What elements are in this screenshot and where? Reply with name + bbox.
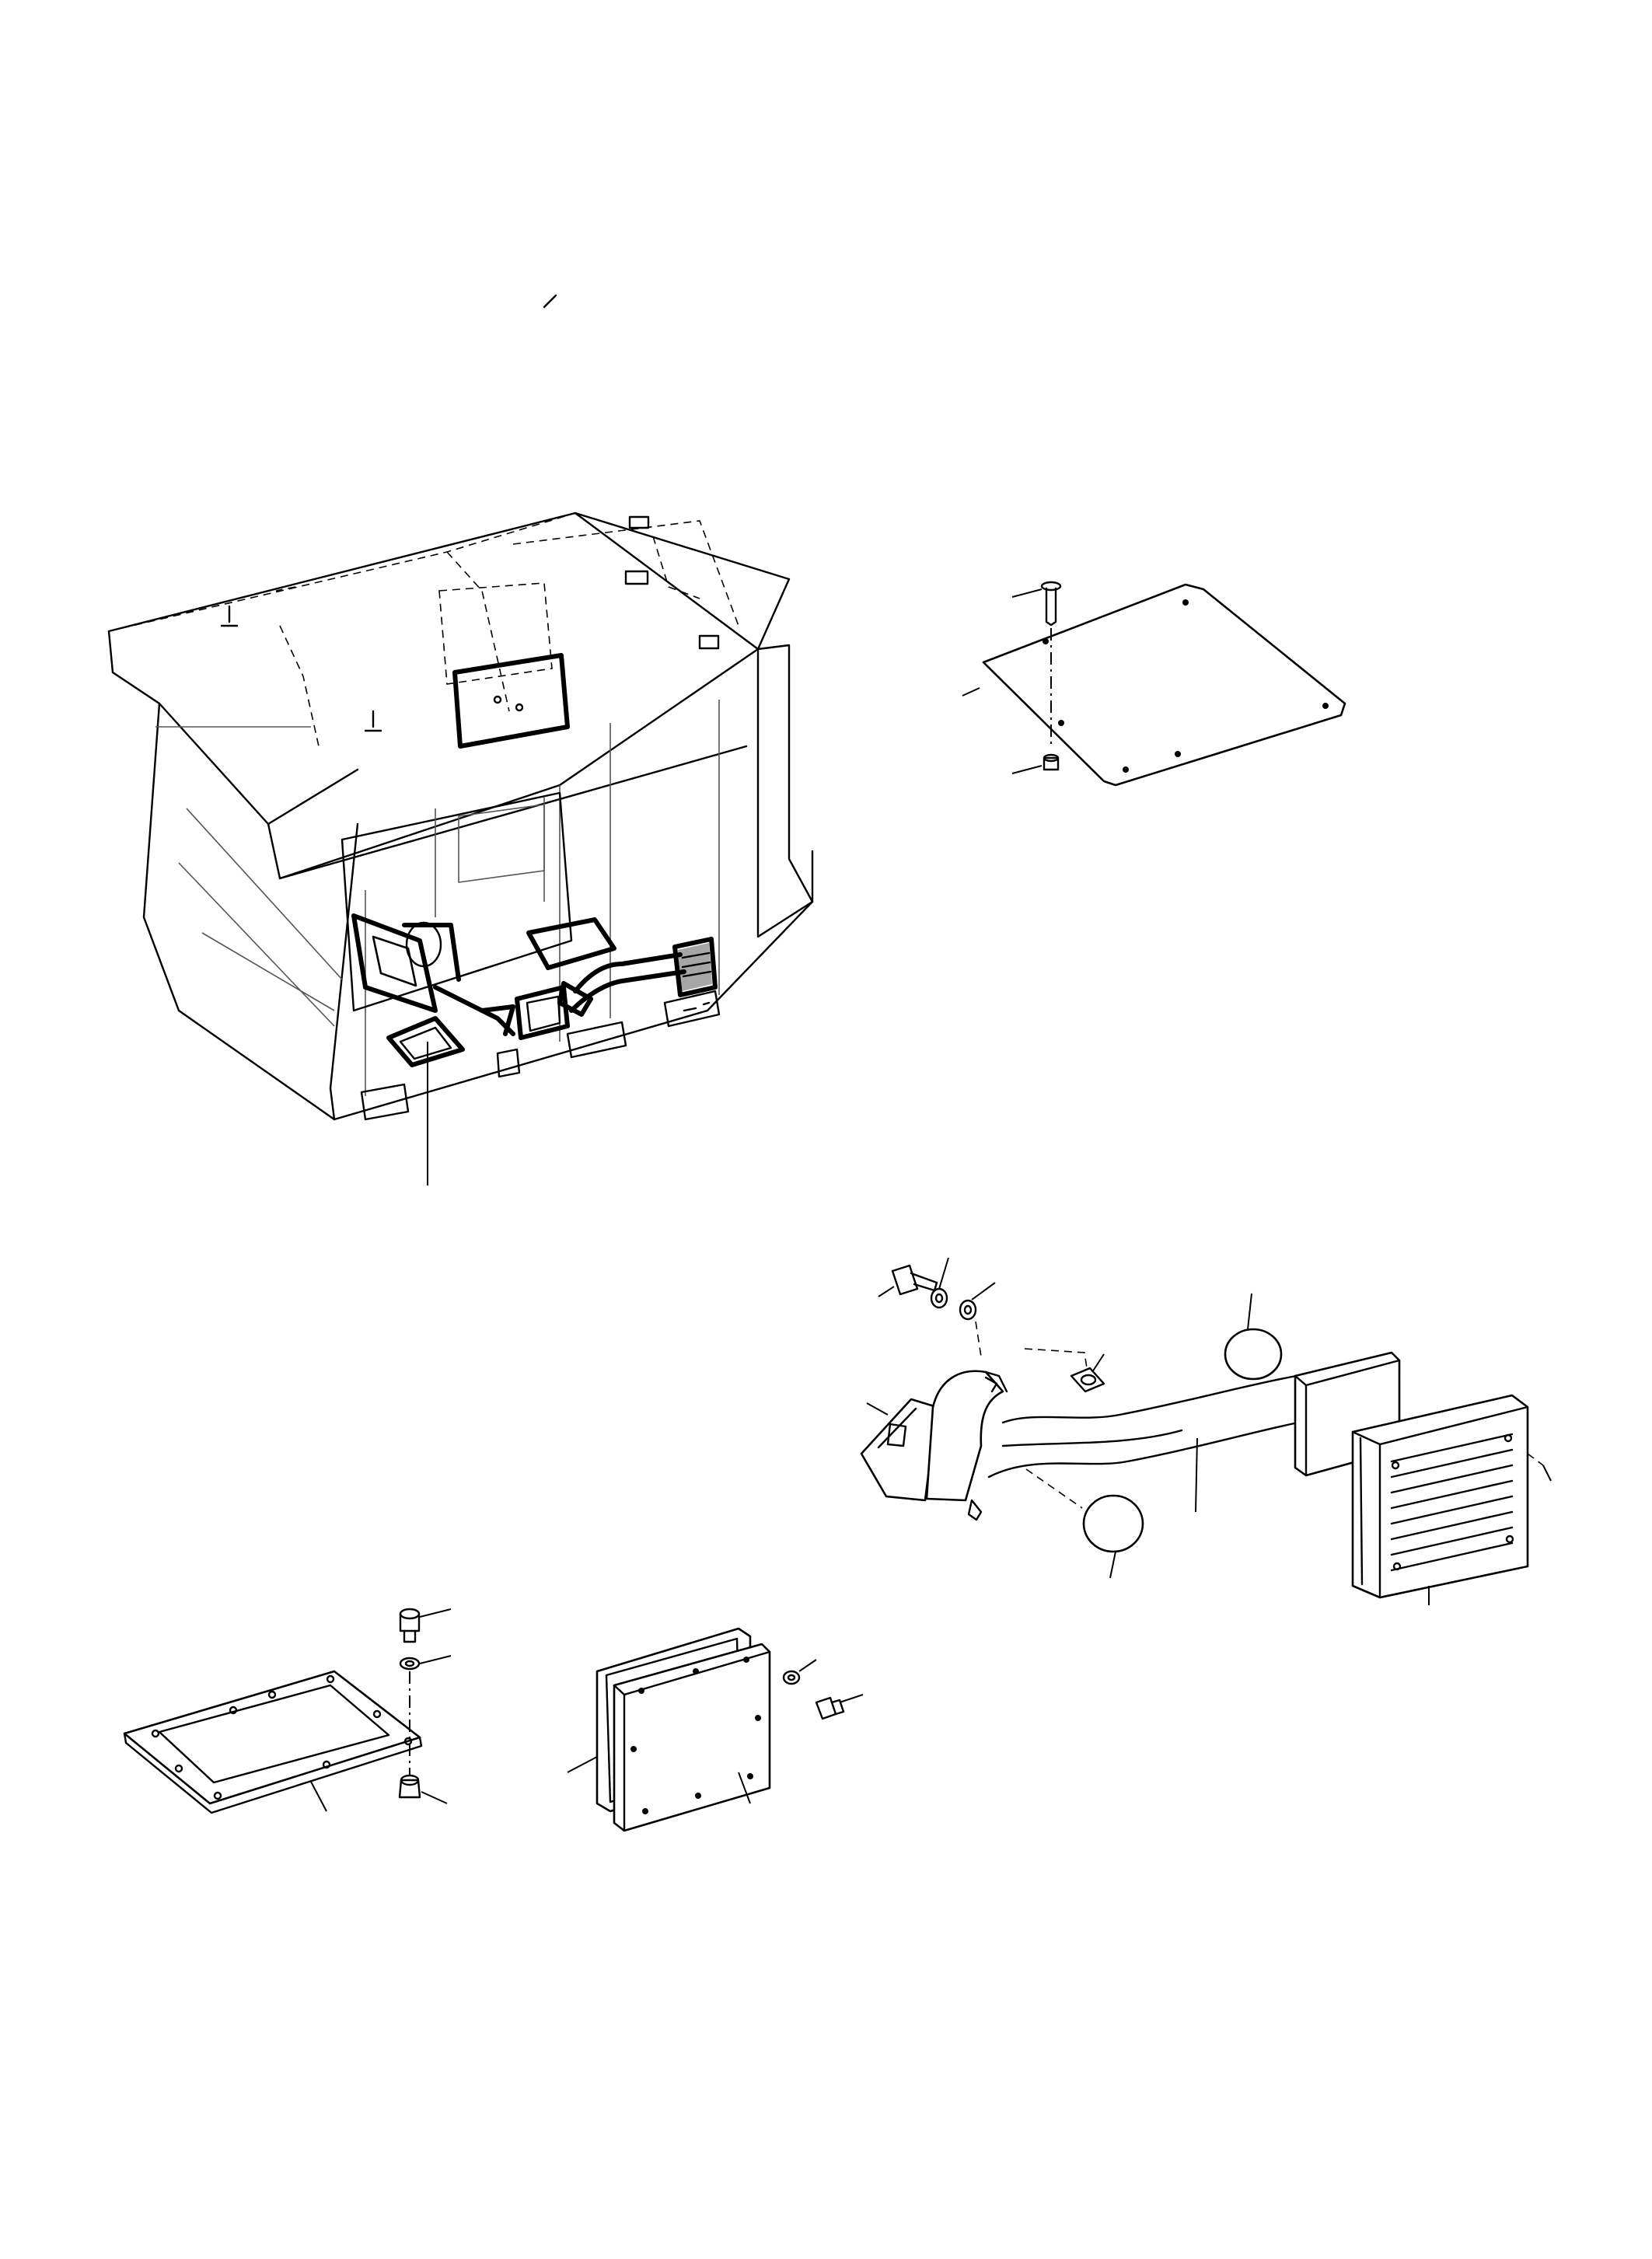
flat-washer (399, 1657, 421, 1671)
heater-unit (351, 913, 515, 1036)
panel-screw (815, 1696, 845, 1720)
duct-bolt (891, 1264, 938, 1296)
duct-nut (1070, 1367, 1105, 1393)
weld-nut (398, 1774, 421, 1799)
roof-screw (1040, 581, 1062, 627)
grille-cover (1351, 1394, 1529, 1599)
air-duct-assembly (860, 1257, 1552, 1605)
cap-screw (399, 1608, 421, 1643)
roof-nut (1043, 753, 1060, 771)
washer-1 (930, 1287, 948, 1309)
cab-main-assembly (107, 294, 814, 1185)
gasket-frame-assembly (123, 1608, 452, 1814)
roof-cover-plate-assembly (962, 581, 1346, 787)
washer-2 (959, 1299, 977, 1321)
access-panel-assembly (567, 1627, 864, 1832)
panel-washer (782, 1670, 801, 1685)
hose-clamp-upper (1224, 1328, 1283, 1381)
hose-clamp-lower (1082, 1494, 1144, 1553)
